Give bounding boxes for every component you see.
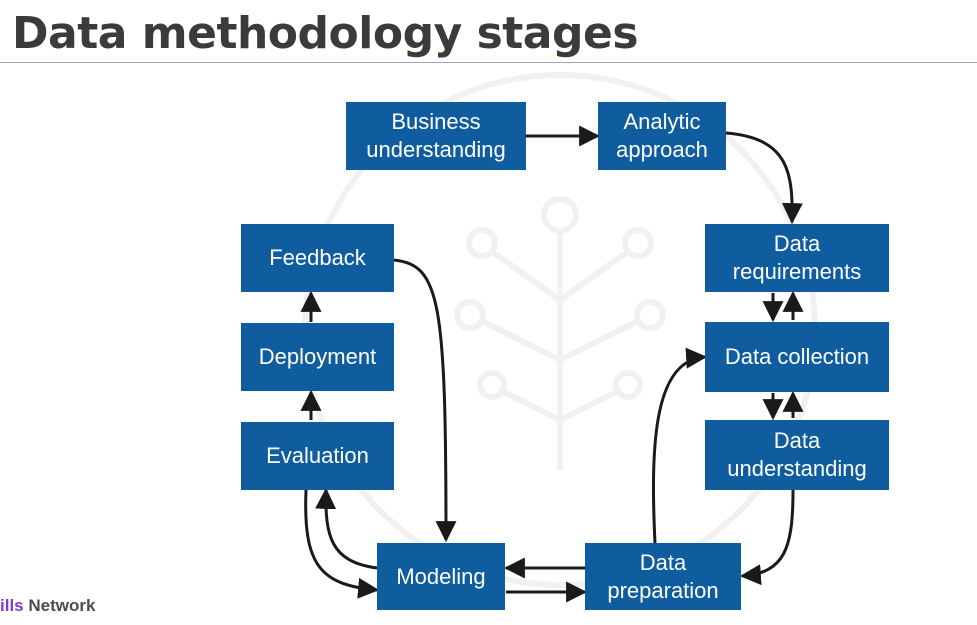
title-divider bbox=[0, 62, 977, 63]
stage-analytic-approach: Analytic approach bbox=[598, 102, 726, 170]
stage-label-line: Data bbox=[773, 428, 821, 453]
stage-label-line: understanding bbox=[366, 137, 506, 162]
stage-data-preparation: Data preparation bbox=[585, 543, 741, 610]
stage-label-line: Modeling bbox=[396, 563, 486, 589]
stage-feedback: Feedback bbox=[241, 224, 394, 292]
stage-label-line: understanding bbox=[727, 456, 867, 481]
footer-brand-accent: ills bbox=[0, 596, 24, 615]
stage-evaluation: Evaluation bbox=[241, 422, 394, 490]
stage-label-line: Feedback bbox=[269, 245, 366, 270]
stage-label-line: Evaluation bbox=[266, 443, 369, 468]
stage-business-understanding: Business understanding bbox=[346, 102, 526, 170]
stage-modeling: Modeling bbox=[377, 543, 505, 610]
arrow-understanding-to-preparation bbox=[739, 489, 795, 586]
stage-label-line: requirements bbox=[732, 259, 862, 284]
stage-label-line: Data collection bbox=[724, 344, 870, 369]
arrow-evaluation-to-modeling bbox=[304, 489, 380, 599]
stage-label-line: Business bbox=[391, 109, 481, 134]
stage-label-line: approach bbox=[616, 137, 708, 162]
footer-brand: ills Network bbox=[0, 596, 95, 616]
stage-label-line: Data bbox=[773, 231, 821, 256]
arrow-modeling-to-evaluation bbox=[315, 487, 378, 570]
stage-label-line: Deployment bbox=[258, 344, 377, 369]
stage-data-collection: Data collection bbox=[705, 322, 889, 392]
arrow-preparation-to-collection bbox=[651, 347, 708, 544]
footer-brand-rest: Network bbox=[23, 596, 96, 615]
stage-deployment: Deployment bbox=[241, 323, 394, 391]
stage-label-line: Data bbox=[639, 549, 687, 575]
page-title: Data methodology stages bbox=[12, 8, 639, 59]
arrow-analytic-to-requirements bbox=[725, 131, 803, 225]
stage-data-understanding: Data understanding bbox=[705, 420, 889, 490]
arrow-feedback-to-modeling bbox=[393, 258, 457, 543]
stage-data-requirements: Data requirements bbox=[705, 224, 889, 292]
stage-label-line: Analytic bbox=[623, 109, 701, 134]
stage-label-line: preparation bbox=[607, 577, 719, 603]
